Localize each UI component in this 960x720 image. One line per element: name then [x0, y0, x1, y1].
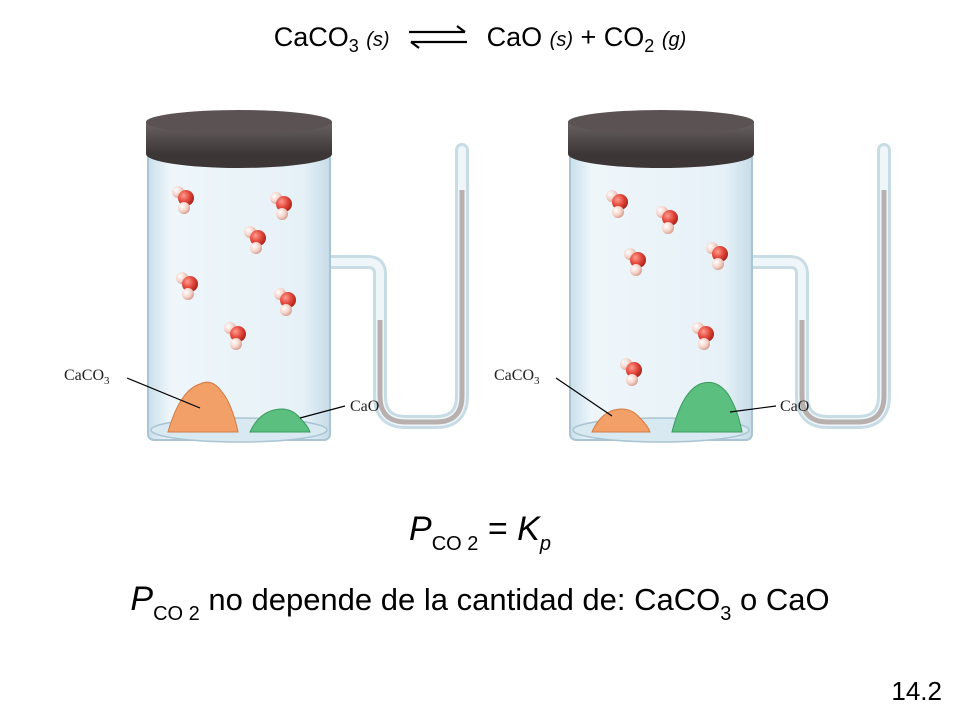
equilibrium-arrows-icon	[409, 25, 468, 49]
right-container	[568, 110, 891, 443]
cao-label: CaO	[780, 398, 809, 415]
cao-leader-line	[729, 405, 777, 413]
left-container	[146, 110, 469, 443]
cao-pile	[671, 381, 743, 433]
caco3-pile	[167, 381, 239, 433]
cao-leader-line	[299, 405, 346, 419]
caco3-label: CaCO3	[494, 367, 540, 387]
manometer-tube	[321, 143, 469, 429]
plus-sign: +	[580, 22, 597, 52]
cao-pile	[249, 408, 311, 433]
product2-formula: CO	[603, 22, 645, 52]
product1-formula: CaO	[486, 22, 543, 52]
reaction-equation: CaCO3 (s) CaO (s) + CO2 (g)	[273, 22, 687, 56]
reactant-state: (s)	[366, 29, 390, 51]
cao-label: CaO	[350, 398, 379, 415]
caco3-label: CaCO3	[64, 367, 110, 387]
manometer-liquid	[377, 190, 465, 425]
manometer-tube	[743, 143, 891, 429]
caco3-leader-line	[555, 377, 613, 417]
reactant-formula: CaCO	[273, 22, 349, 52]
manometer-liquid	[799, 190, 887, 425]
kp-relation: PCO 2 = Kp	[409, 510, 551, 555]
slide-number: 14.2	[891, 676, 942, 706]
caco3-leader-line	[126, 377, 201, 409]
product2-state: (g)	[661, 29, 687, 51]
product1-state: (s)	[549, 29, 573, 51]
caco3-pile	[591, 408, 651, 433]
independence-note: PCO 2 no depende de la cantidad de: CaCO…	[130, 580, 830, 625]
